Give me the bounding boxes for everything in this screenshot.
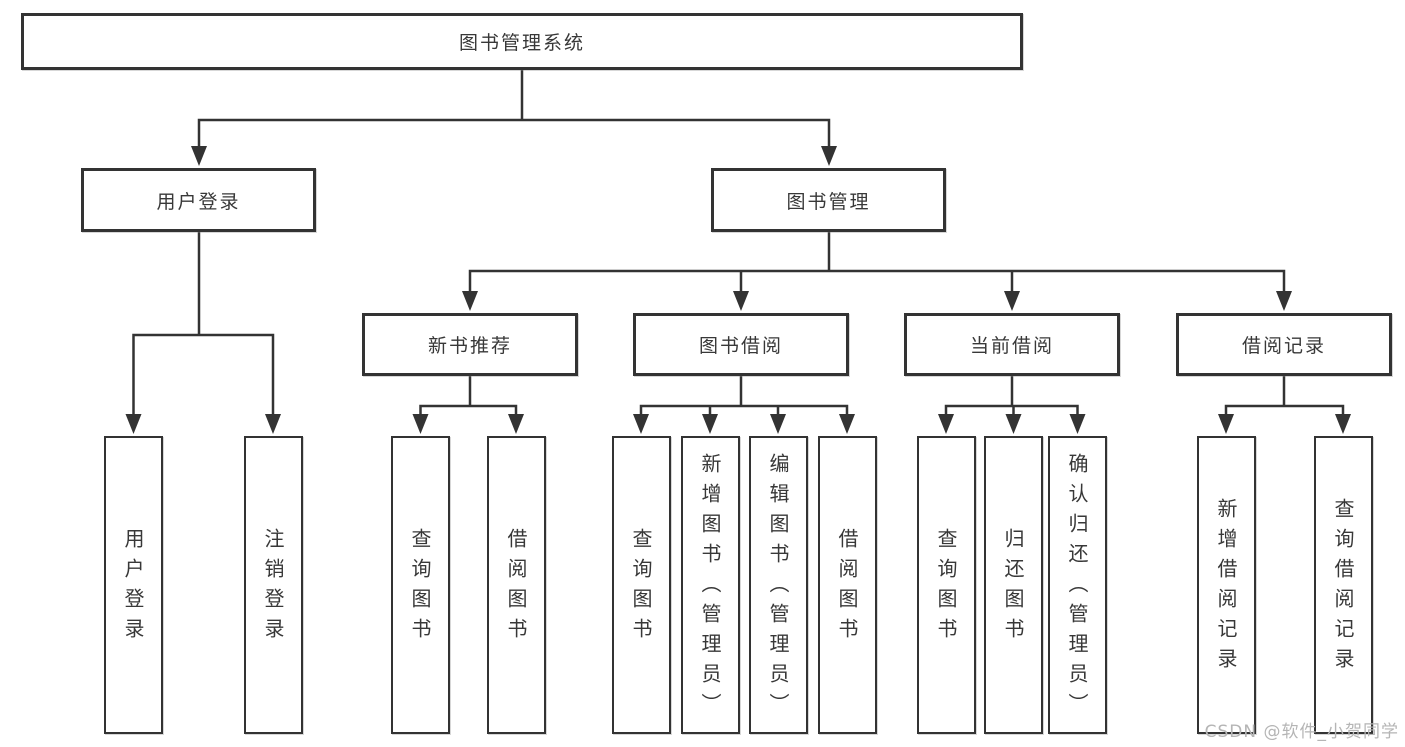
arrow-icon [1005, 414, 1022, 434]
arrow-icon [265, 414, 281, 434]
connector-user-login-branch [132, 230, 275, 418]
connector-root-trunk [197, 68, 831, 150]
leaf-query-book-borrow: 查询图书 [612, 436, 671, 734]
arrow-icon [1069, 414, 1086, 434]
arrow-icon [770, 414, 786, 434]
arrow-icon [633, 414, 649, 434]
leaf-return-book: 归还图书 [984, 436, 1043, 734]
arrow-icon [1218, 414, 1234, 434]
leaf-borrow-book: 借阅图书 [818, 436, 877, 734]
arrow-icon [1335, 414, 1351, 434]
leaf-borrow-book-recommend: 借阅图书 [487, 436, 546, 734]
node-borrow-records: 借阅记录 [1176, 313, 1392, 376]
arrow-icon [702, 414, 718, 434]
connector-borrow-records-branch [1224, 374, 1345, 418]
node-book-management: 图书管理 [711, 168, 946, 232]
leaf-confirm-return-admin: 确认归还（管理员） [1048, 436, 1107, 734]
arrow-icon [821, 146, 837, 166]
leaf-query-borrow-record: 查询借阅记录 [1314, 436, 1373, 734]
arrow-icon [1004, 291, 1020, 311]
leaf-logout: 注销登录 [244, 436, 303, 734]
node-user-login: 用户登录 [81, 168, 316, 232]
arrow-icon [508, 414, 524, 434]
arrow-icon [125, 414, 142, 434]
connector-book-mgmt-branch [468, 230, 1286, 295]
node-current-borrow: 当前借阅 [904, 313, 1120, 376]
arrow-icon [1276, 291, 1292, 311]
node-book-borrow: 图书借阅 [633, 313, 849, 376]
arrow-icon [462, 291, 478, 311]
arrow-icon [938, 414, 954, 434]
connector-new-book-branch [419, 374, 518, 418]
leaf-add-book-admin: 新增图书（管理员） [681, 436, 740, 734]
arrow-icon [191, 146, 207, 166]
csdn-watermark: CSDN @软件_小贺同学 [1204, 722, 1399, 742]
connector-current-borrow-branch [944, 374, 1079, 418]
leaf-user-login: 用户登录 [104, 436, 163, 734]
leaf-add-borrow-record: 新增借阅记录 [1197, 436, 1256, 734]
leaf-query-book-recommend: 查询图书 [391, 436, 450, 734]
arrow-icon [839, 414, 855, 434]
arrow-icon [733, 291, 749, 311]
leaf-edit-book-admin: 编辑图书（管理员） [749, 436, 808, 734]
arrow-icon [412, 414, 429, 434]
connector-book-borrow-branch [639, 374, 849, 418]
node-new-book-recommend: 新书推荐 [362, 313, 578, 376]
node-root: 图书管理系统 [21, 13, 1023, 70]
leaf-query-book-current: 查询图书 [917, 436, 976, 734]
